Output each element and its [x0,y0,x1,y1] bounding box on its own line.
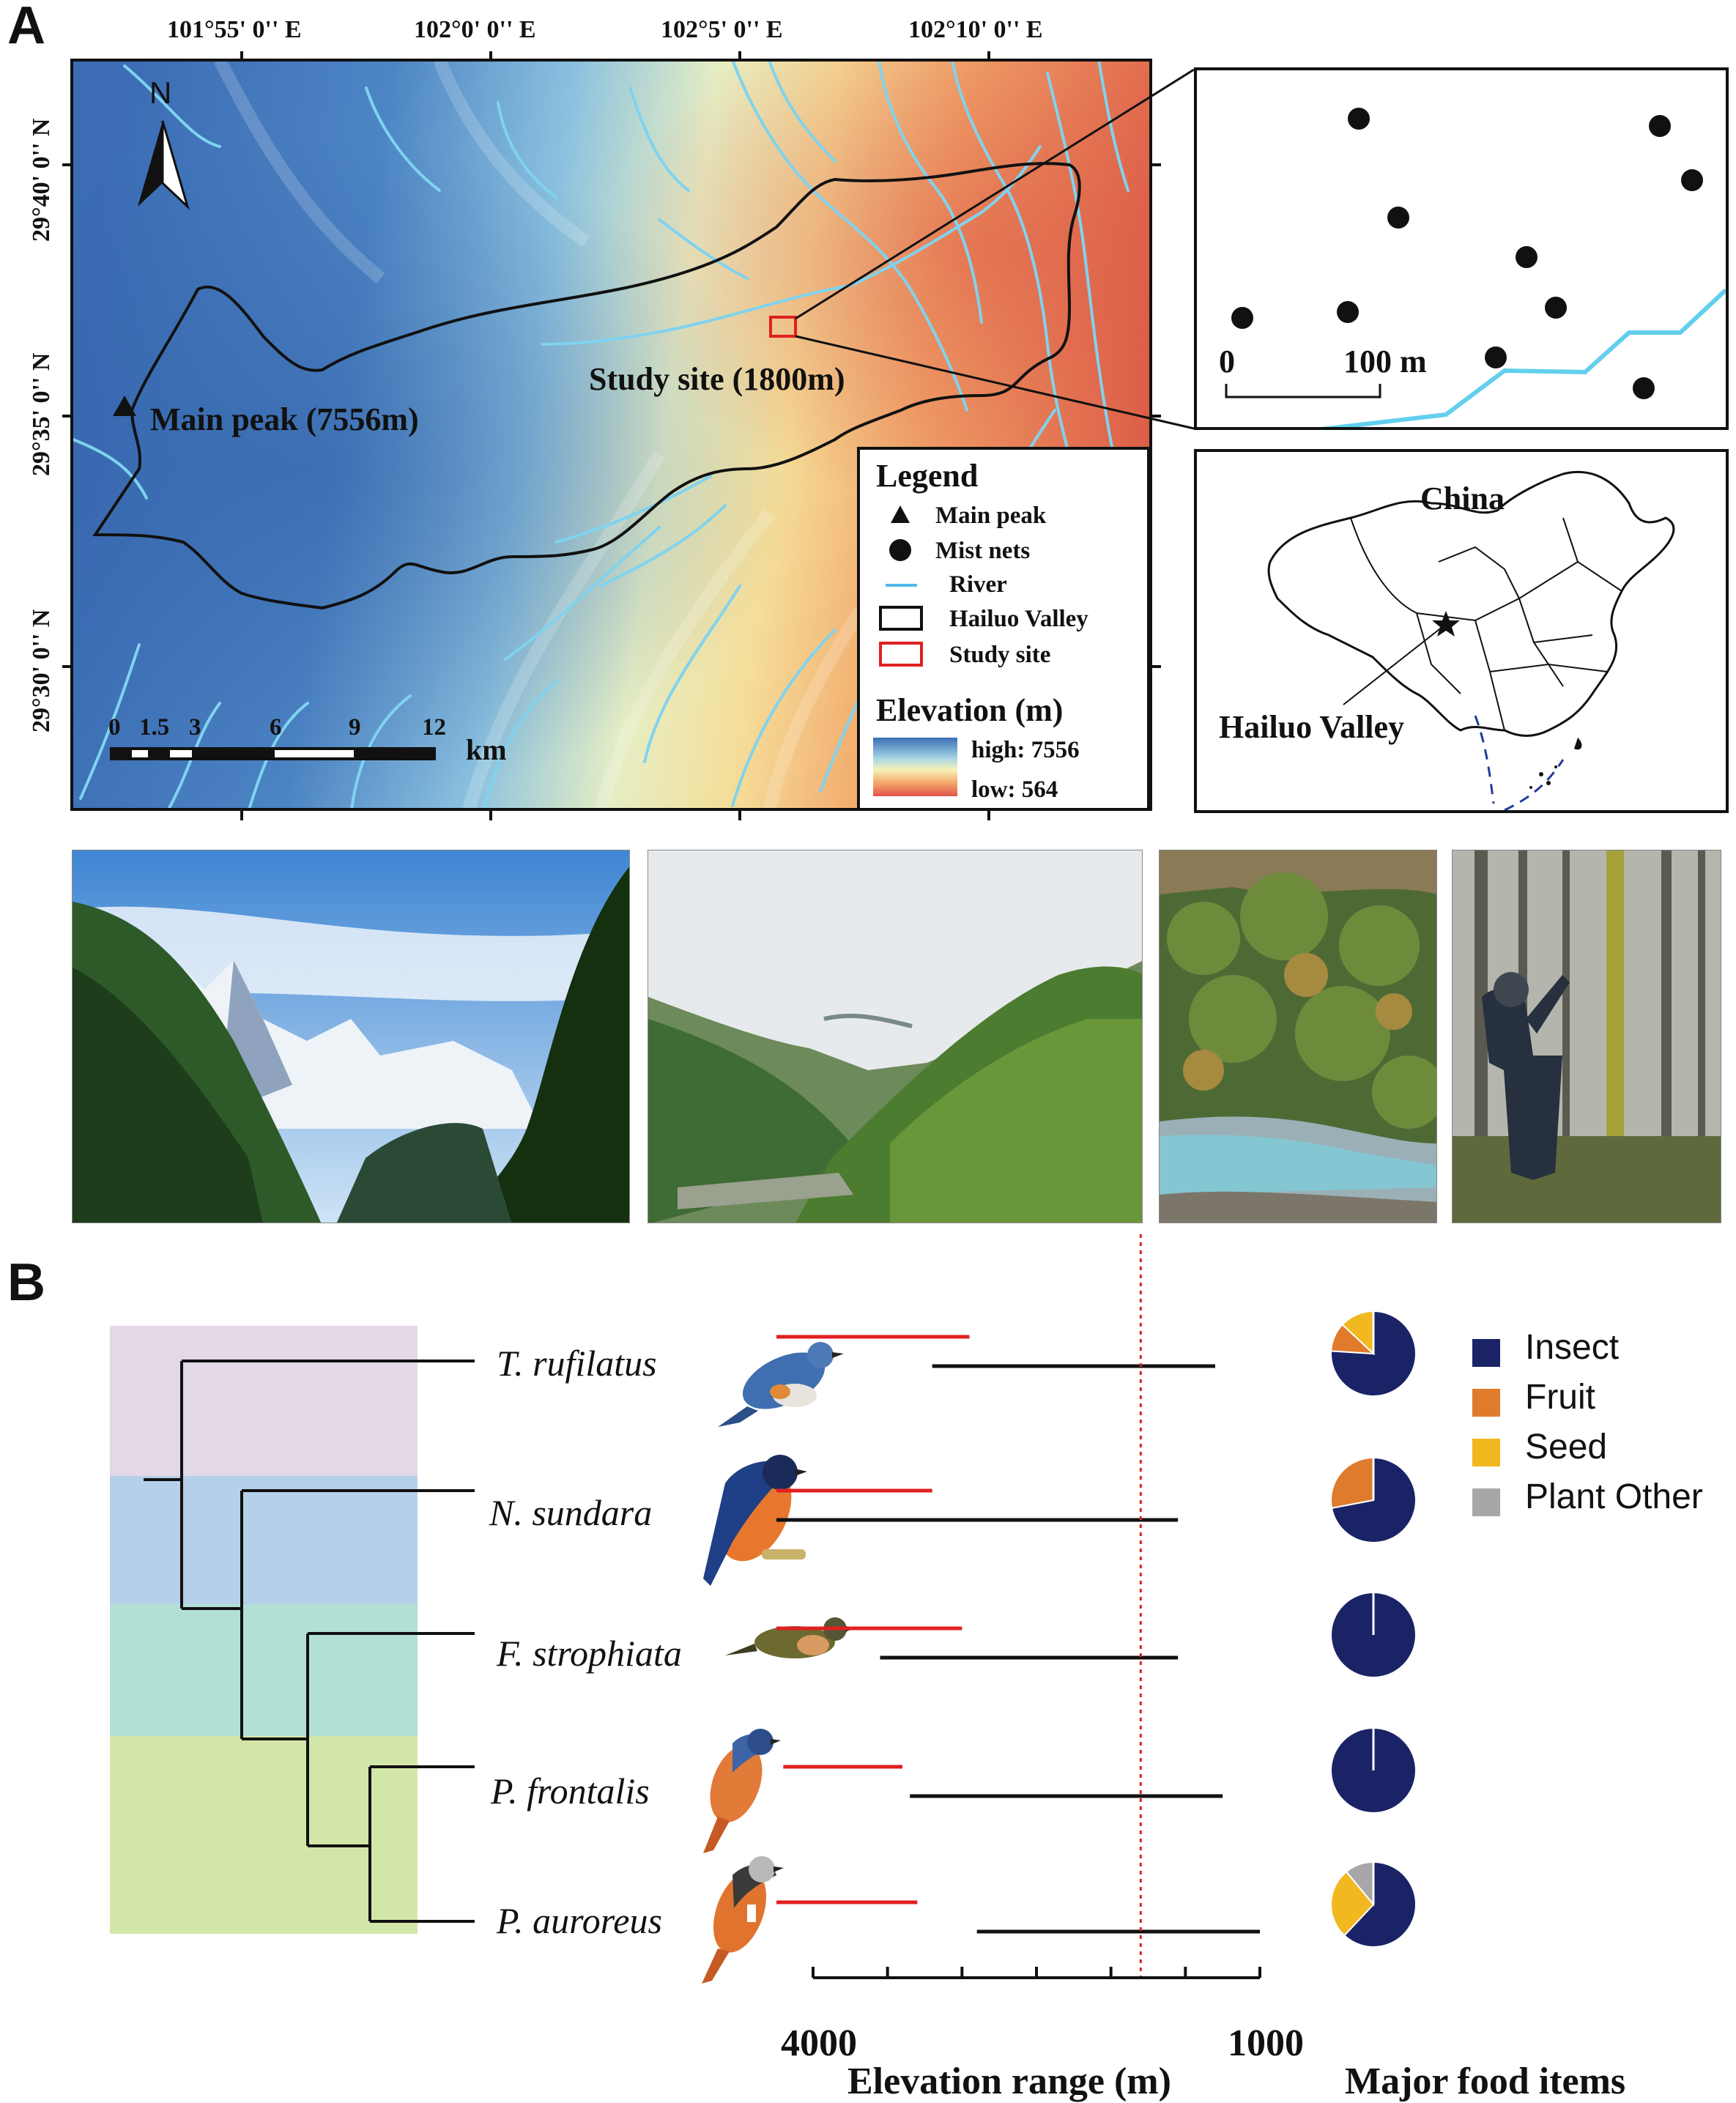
china-inset: China Hailuo Valley [1194,449,1729,813]
x-axis-label: Elevation range (m) [847,2061,1171,2102]
x-tick-label-left: 4000 [781,2022,857,2064]
elevation-range-chart [776,1234,1261,1979]
bird-illustration-3 [725,1617,856,1658]
insect-swatch [1472,1339,1500,1367]
lon-label-2: 102°0' 0'' E [414,16,536,43]
mist-net-inset: 0 100 m [1194,67,1729,430]
photo-mountain-peak [72,850,630,1223]
insect-label: Insect [1525,1328,1620,1367]
lon-label-3: 102°5' 0'' E [661,16,783,43]
map-legend: Legend Main peak Mist nets River Hailuo … [857,447,1150,811]
legend-title: Legend [876,458,979,494]
food-title: Major food items [1345,2061,1626,2102]
species-name-2: N. sundara [489,1492,653,1533]
legend-mist-nets: Mist nets [935,538,1031,564]
lon-label-4: 102°10' 0'' E [908,16,1043,43]
legend-symbols [879,505,923,667]
hailuo-valley-label: Hailuo Valley [1219,709,1405,745]
inset-scale-label: 100 m [1343,344,1427,379]
panel-a-letter: A [7,0,45,55]
scale-tick-2: 3 [189,714,201,741]
triangle-icon [891,505,910,523]
seed-label: Seed [1525,1428,1608,1466]
lon-label-1: 101°55' 0'' E [167,16,302,43]
bird-illustration-2 [703,1455,807,1586]
panel-b-letter: B [7,1253,45,1312]
scale-bar [110,747,436,760]
legend-main-peak: Main peak [935,502,1047,529]
seed-swatch [1472,1439,1500,1466]
plant-other-swatch [1472,1488,1500,1516]
elevation-low: low: 564 [971,776,1058,803]
range-bars [776,1335,1260,1934]
x-tick-label-right: 1000 [1228,2022,1304,2064]
pie-slice-5-3 [1330,1870,1375,1937]
food-pies [1330,1310,1417,1948]
fruit-swatch [1472,1389,1500,1417]
species-name-1: T. rufilatus [497,1343,657,1384]
scale-tick-4: 9 [349,714,361,741]
bird-illustration-1 [718,1342,844,1427]
scale-tick-1: 1.5 [139,714,170,741]
main-peak-label: Main peak (7556m) [150,401,419,437]
mist-net-plot [1225,108,1726,427]
study-site-label: Study site (1800m) [589,361,845,397]
elevation-high: high: 7556 [971,737,1080,763]
north-arrow-icon [138,120,190,210]
hailuo-star-icon [1432,611,1460,637]
valley-box-icon [879,606,923,631]
photo-bamboo-forest [1452,850,1721,1223]
site-box-icon [879,642,923,667]
photo-green-valley [648,850,1143,1223]
bird-illustration-4 [703,1729,781,1853]
china-label: China [1420,481,1505,516]
species-name-3: F. strophiata [497,1633,682,1674]
species-name-5: P. auroreus [497,1900,662,1941]
scale-unit: km [466,733,507,766]
pie-slice-2-2 [1330,1456,1374,1510]
main-peak-marker [113,396,136,416]
bird-illustration-5 [702,1856,784,1984]
scale-tick-5: 12 [422,714,446,741]
pie-group [1330,1310,1417,1948]
plant-other-label: Plant Other [1525,1477,1703,1516]
x-axis-ticks [812,1967,1261,1978]
north-label: N [149,75,172,110]
china-map [1267,470,1675,810]
study-site-box [769,316,797,338]
pie-slice-5-1 [1343,1861,1417,1948]
fruit-label: Fruit [1525,1378,1595,1417]
circle-icon [889,539,911,561]
photo-river-forest [1159,850,1437,1223]
legend-study-site: Study site [949,642,1051,668]
legend-river: River [949,571,1007,598]
species-name-4: P. frontalis [491,1770,650,1811]
legend-hailuo-valley: Hailuo Valley [949,606,1088,632]
scale-tick-0: 0 [108,714,121,741]
inset-scale-zero: 0 [1219,344,1235,379]
elevation-map [62,51,1195,820]
phylogeny-tree [110,1326,475,1934]
elevation-title: Elevation (m) [876,692,1064,728]
elevation-ramp [873,738,957,796]
scale-tick-3: 6 [270,714,282,741]
